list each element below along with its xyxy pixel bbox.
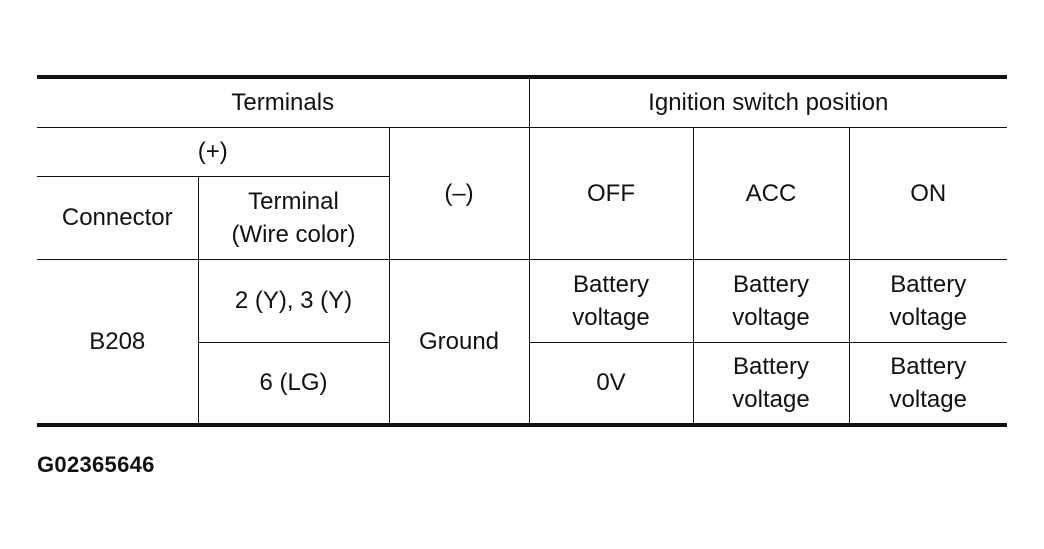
cell-terminal: 2 (Y), 3 (Y) bbox=[197, 258, 390, 343]
cell-acc: Battery voltage bbox=[692, 258, 850, 343]
header-minus: (–) bbox=[388, 126, 530, 260]
terminal-voltage-table: Terminals Ignition switch position (+) (… bbox=[37, 75, 1007, 427]
header-on: ON bbox=[848, 126, 1007, 260]
header-acc: ACC bbox=[692, 126, 850, 260]
header-terminal-wire-color: Terminal (Wire color) bbox=[197, 175, 389, 260]
header-off: OFF bbox=[528, 126, 694, 260]
header-terminals: Terminals bbox=[37, 76, 530, 128]
header-ignition-switch-position: Ignition switch position bbox=[528, 76, 1007, 128]
cell-on: Battery voltage bbox=[848, 258, 1007, 343]
cell-terminal: 6 (LG) bbox=[198, 341, 390, 426]
cell-connector: B208 bbox=[37, 258, 199, 426]
header-connector: Connector bbox=[37, 175, 199, 260]
header-row-2: (+) (–) OFF ACC ON bbox=[37, 126, 1007, 260]
cell-off: 0V bbox=[528, 341, 694, 426]
cell-off: Battery voltage bbox=[528, 258, 694, 343]
table-row: 6 (LG) 0V Battery voltage Battery voltag… bbox=[37, 341, 1007, 426]
figure-id: G02365646 bbox=[37, 452, 155, 477]
cell-on: Battery voltage bbox=[848, 341, 1007, 426]
header-plus: (+) bbox=[37, 126, 390, 177]
header-row-3: Connector Terminal (Wire color) bbox=[37, 175, 1007, 260]
table-row: B208 2 (Y), 3 (Y) Ground Battery voltage… bbox=[37, 258, 1007, 426]
cell-minus: Ground bbox=[388, 258, 530, 426]
cell-acc: Battery voltage bbox=[692, 341, 850, 426]
header-row-1: Terminals Ignition switch position bbox=[37, 76, 1007, 128]
